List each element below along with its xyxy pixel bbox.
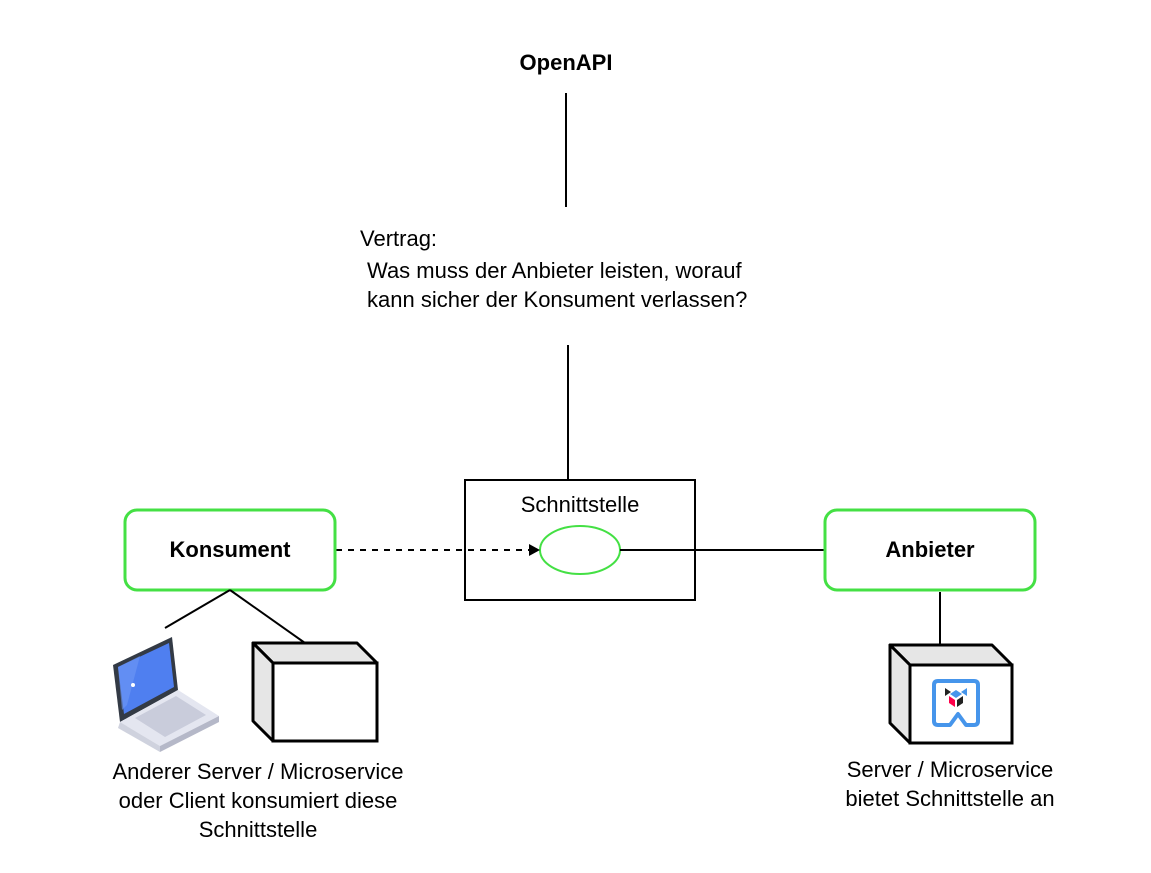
server-cube-icon <box>251 641 379 743</box>
contract-line-1: Was muss der Anbieter leisten, worauf <box>367 258 742 283</box>
consumer-caption-line-1: Anderer Server / Microservice <box>112 759 404 784</box>
consumer-tree-right <box>229 589 306 644</box>
consumer-tree-left <box>164 589 231 629</box>
interface-label: Schnittstelle <box>520 492 640 517</box>
provider-caption-line-2: bietet Schnittstelle an <box>845 786 1055 811</box>
diagram-title: OpenAPI <box>519 50 613 75</box>
interface-endpoint[interactable] <box>539 525 621 575</box>
provider-caption-line-1: Server / Microservice <box>846 757 1054 782</box>
consumer-label: Konsument <box>169 537 291 562</box>
contract-heading: Vertrag: <box>360 226 438 251</box>
server-cube-icon <box>888 643 1014 745</box>
consumer-caption-line-2: oder Client konsumiert diese <box>118 788 398 813</box>
contract-line-2: kann sicher der Konsument verlassen? <box>367 287 748 312</box>
consume-arrow-head <box>529 544 540 556</box>
provider-node[interactable] <box>823 508 1037 592</box>
provider-label: Anbieter <box>885 537 975 562</box>
consumer-caption-line-3: Schnittstelle <box>198 817 318 842</box>
laptop-icon <box>113 637 219 752</box>
quarkus-logo-icon <box>932 679 980 727</box>
